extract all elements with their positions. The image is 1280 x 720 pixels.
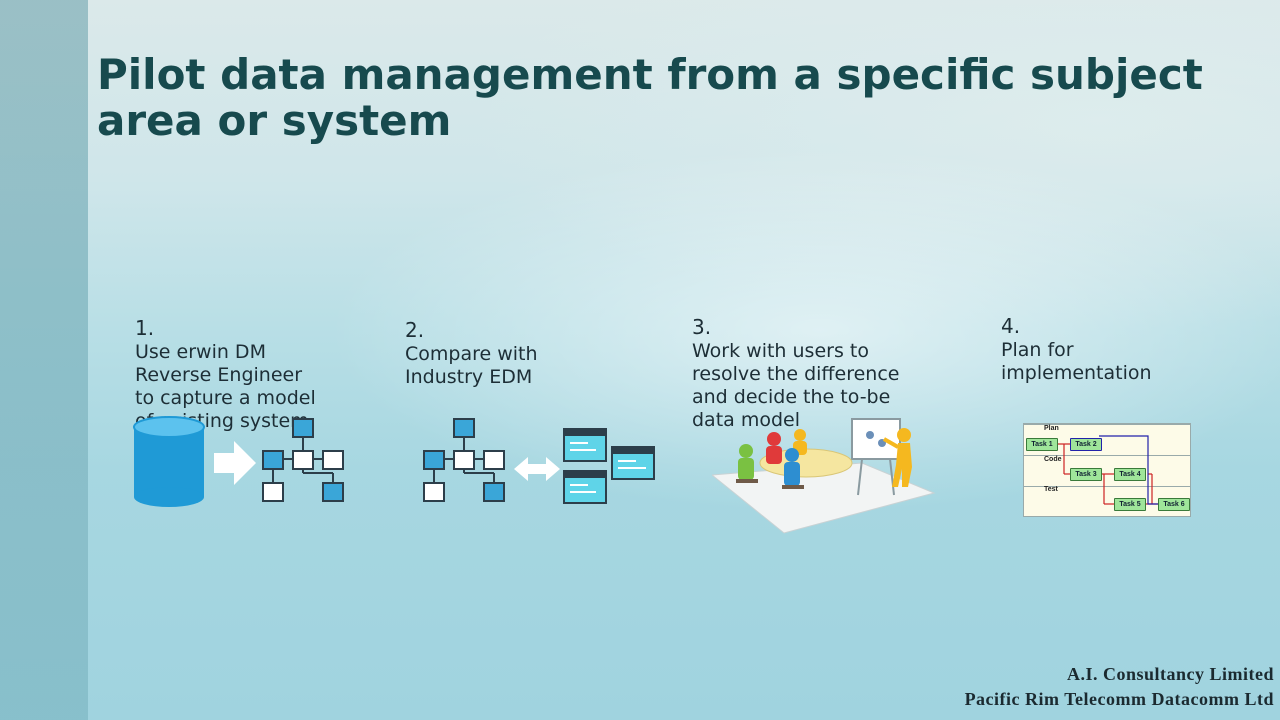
step-3-text: Work with users to resolve the differenc… xyxy=(692,340,900,431)
lane-label-plan: Plan xyxy=(1044,425,1059,432)
task-2: Task 2 xyxy=(1070,438,1102,451)
task-3: Task 3 xyxy=(1070,468,1102,481)
data-model-icon xyxy=(423,418,505,502)
left-accent-band xyxy=(0,0,88,720)
task-6: Task 6 xyxy=(1158,498,1190,511)
task-dependency-arrows xyxy=(1057,435,1158,505)
people-figures xyxy=(736,429,807,489)
data-model-icon xyxy=(262,418,344,502)
task-5: Task 5 xyxy=(1114,498,1146,511)
footer-company-2: Pacific Rim Telecomm Datacomm Ltd xyxy=(964,689,1274,709)
lane-label-test: Test xyxy=(1044,486,1058,493)
compare-model-illustration xyxy=(423,418,655,504)
database-to-model-illustration xyxy=(133,416,344,507)
slide-title: Pilot data management from a specific su… xyxy=(97,50,1203,145)
code-lane xyxy=(1024,455,1190,486)
step-2-number: 2. xyxy=(405,318,425,342)
task-4: Task 4 xyxy=(1114,468,1146,481)
two-way-arrow-icon xyxy=(514,457,560,481)
step-4-number: 4. xyxy=(1001,314,1021,338)
footer-company-1: A.I. Consultancy Limited xyxy=(1066,664,1274,684)
project-plan-chart: Plan Code Test Task 1 Task 2 Task 3 Task… xyxy=(1023,423,1191,517)
step-3: 3. Work with users to resolve the differ… xyxy=(692,293,899,432)
task-1: Task 1 xyxy=(1026,438,1058,451)
step-1: 1. Use erwin DM Reverse Engineer to capt… xyxy=(135,294,316,433)
step-3-number: 3. xyxy=(692,315,712,339)
step-2: 2. Compare with Industry EDM xyxy=(405,296,538,389)
database-icon xyxy=(133,416,205,507)
meeting-illustration xyxy=(712,418,936,534)
step-1-number: 1. xyxy=(135,316,155,340)
step-4-text: Plan for implementation xyxy=(1001,339,1152,384)
arrow-right-icon xyxy=(214,441,256,485)
step-4: 4. Plan for implementation xyxy=(1001,292,1152,385)
presenter-figure xyxy=(883,428,912,487)
lane-label-code: Code xyxy=(1044,456,1062,463)
step-2-text: Compare with Industry EDM xyxy=(405,343,538,388)
edm-windows-icon xyxy=(563,428,655,504)
